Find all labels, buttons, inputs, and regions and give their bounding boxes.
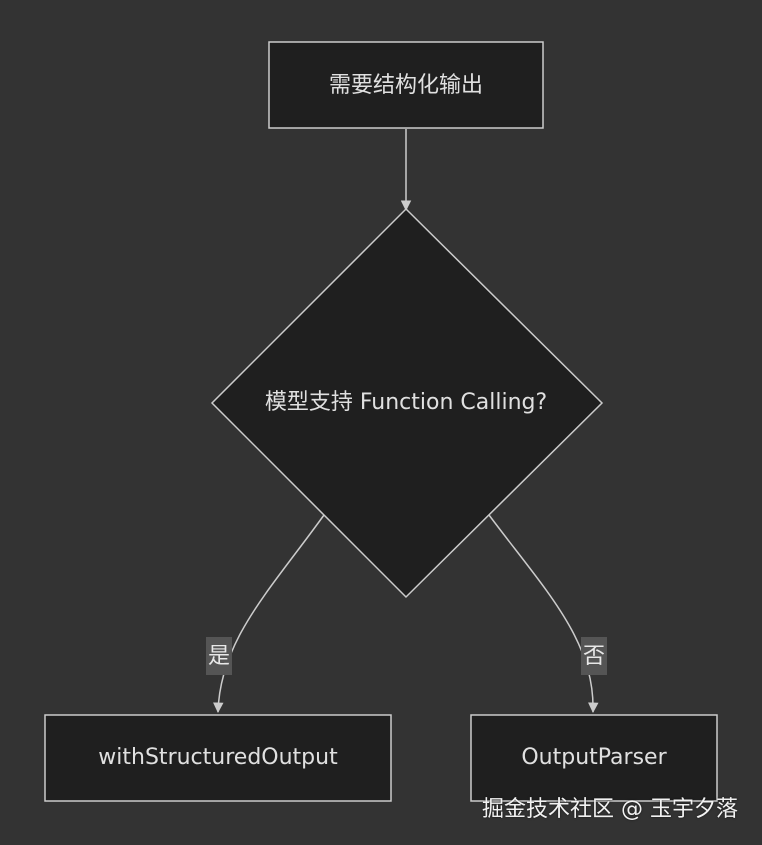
node-start-label: 需要结构化输出 [329,73,483,98]
node-decision: 模型支持 Function Calling? [210,207,604,599]
node-output-parser-label: OutputParser [521,745,667,770]
node-decision-label: 模型支持 Function Calling? [265,390,547,415]
node-with-structured-output-label: withStructuredOutput [98,745,338,770]
edge-label-yes-text: 是 [208,644,230,669]
edge-label-no: 否 [581,637,607,675]
node-start: 需要结构化输出 [268,41,544,129]
edge-label-no-text: 否 [583,644,605,669]
edge-decision-to-yes [213,514,325,714]
watermark: 掘金技术社区 @ 玉宇夕落 [482,797,738,822]
node-output-parser: OutputParser [470,714,718,802]
edge-label-yes: 是 [206,637,232,675]
edge-decision-to-no [488,514,599,714]
node-with-structured-output: withStructuredOutput [44,714,392,802]
